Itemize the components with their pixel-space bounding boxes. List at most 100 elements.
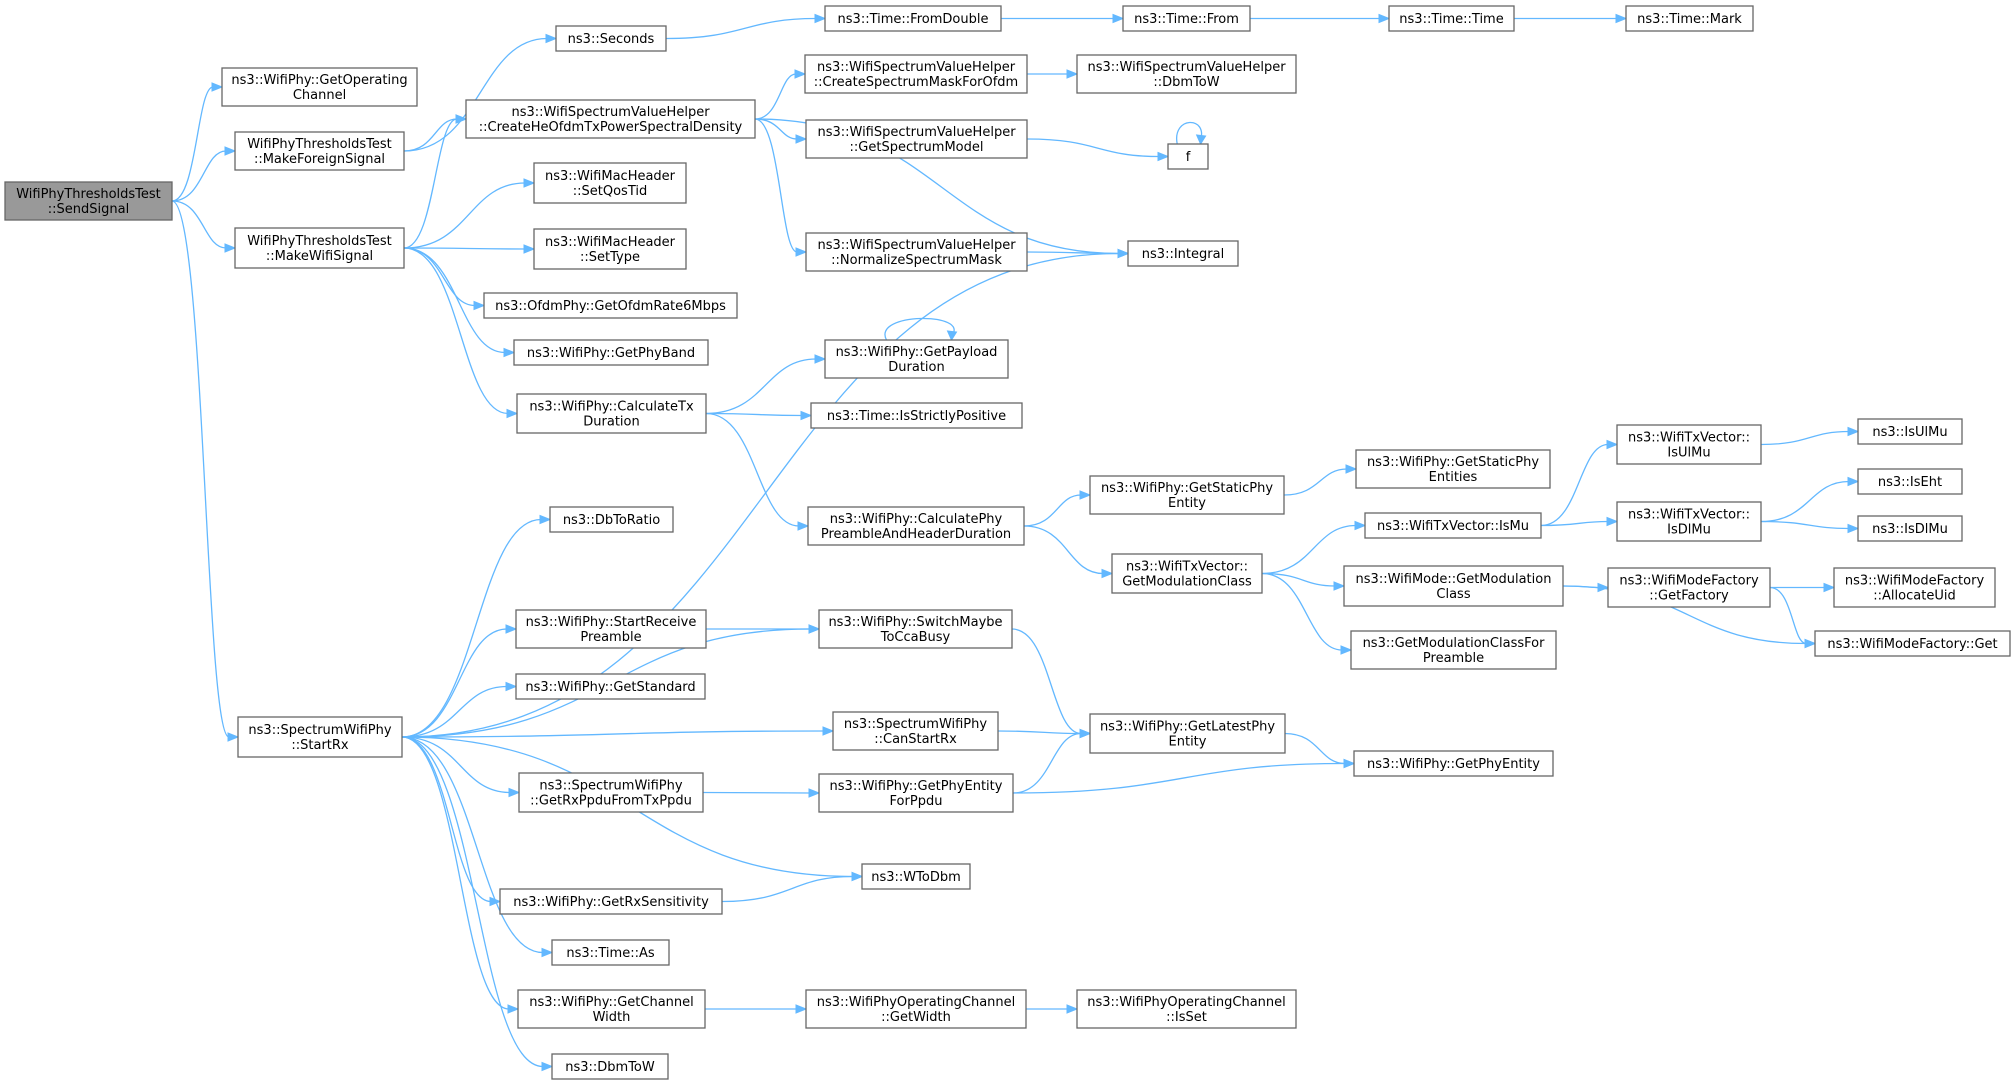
node-label: ns3::SpectrumWifiPhy: [248, 723, 391, 738]
node-startRx[interactable]: ns3::SpectrumWifiPhy::StartRx: [237, 716, 403, 758]
edge-path: [171, 200, 230, 738]
node-label: ns3::WifiPhy::GetRxSensitivity: [513, 895, 709, 910]
node-label: Entity: [1169, 735, 1207, 750]
node-dbToRatio[interactable]: ns3::DbToRatio: [549, 506, 674, 533]
edge-arrowhead: [1157, 151, 1170, 162]
node-isEht[interactable]: ns3::IsEht: [1857, 468, 1963, 495]
node-label: ::GetSpectrumModel: [850, 140, 984, 155]
node-label: ns3::WifiPhy::SwitchMaybe: [828, 615, 1002, 630]
node-root[interactable]: WifiPhyThresholdsTest::SendSignal: [4, 181, 173, 221]
node-getPhyBand[interactable]: ns3::WifiPhy::GetPhyBand: [513, 339, 709, 366]
node-label: ns3::WToDbm: [871, 870, 961, 885]
edge-getChWidth-to-getWidth: [704, 1004, 808, 1014]
node-timeAs[interactable]: ns3::Time::As: [551, 939, 670, 966]
node-createHe[interactable]: ns3::WifiSpectrumValueHelper::CreateHeOf…: [465, 99, 756, 139]
node-box: [805, 989, 1027, 1029]
node-isStrictPos[interactable]: ns3::Time::IsStrictlyPositive: [810, 402, 1023, 429]
node-box: [551, 1053, 669, 1080]
node-label: ns3::WifiPhy::GetPayload: [836, 345, 998, 360]
edge-arrowhead: [794, 69, 807, 79]
node-dbmToWHelper[interactable]: ns3::WifiSpectrumValueHelper::DbmToW: [1076, 54, 1297, 94]
edge-arrowhead: [1112, 13, 1125, 24]
node-getRxSens[interactable]: ns3::WifiPhy::GetRxSensitivity: [499, 888, 723, 915]
node-timeMark[interactable]: ns3::Time::Mark: [1625, 5, 1754, 32]
node-getRxPpdu[interactable]: ns3::SpectrumWifiPhy::GetRxPpduFromTxPpd…: [518, 772, 704, 813]
node-txIsDlMu[interactable]: ns3::WifiTxVector::IsDlMu: [1616, 501, 1762, 542]
edge-createHe-to-normMask: [754, 118, 808, 257]
node-box: [1127, 240, 1239, 267]
node-getFactory[interactable]: ns3::WifiModeFactory::GetFactory: [1607, 567, 1771, 608]
edge-arrowhead: [795, 247, 808, 257]
node-isDlMu[interactable]: ns3::IsDlMu: [1857, 515, 1963, 542]
node-canStartRx[interactable]: ns3::SpectrumWifiPhy::CanStartRx: [832, 711, 999, 751]
node-factoryGet[interactable]: ns3::WifiModeFactory::Get: [1814, 630, 2011, 657]
edge-arrowhead: [1847, 523, 1860, 534]
edge-getSpecModel-to-f: [1026, 138, 1170, 162]
node-label: ::NormalizeSpectrumMask: [831, 253, 1002, 268]
edge-makeWifi-to-ofdmRate: [403, 247, 486, 311]
node-label: ::SetQosTid: [573, 184, 647, 199]
edge-arrowhead: [473, 300, 486, 311]
edge-calcTx-to-calcPreamble: [705, 412, 810, 531]
node-label: ForPpdu: [890, 794, 943, 809]
edge-arrowhead: [1066, 1004, 1079, 1014]
node-calcPreamble[interactable]: ns3::WifiPhy::CalculatePhyPreambleAndHea…: [807, 506, 1025, 546]
edge-path: [721, 875, 854, 903]
node-label: ns3::WifiPhy::CalculatePhy: [830, 512, 1003, 527]
node-normMask[interactable]: ns3::WifiSpectrumValueHelper::NormalizeS…: [805, 232, 1028, 272]
edge-path: [403, 37, 548, 152]
node-dbmToW[interactable]: ns3::DbmToW: [551, 1053, 669, 1080]
node-box: [4, 181, 173, 221]
node-allocUid[interactable]: ns3::WifiModeFactory::AllocateUid: [1833, 567, 1996, 608]
node-f[interactable]: f: [1167, 143, 1209, 170]
edge-arrowhead: [1606, 439, 1619, 450]
node-txIsUlMu[interactable]: ns3::WifiTxVector::IsUlMu: [1616, 424, 1762, 465]
node-isMu[interactable]: ns3::WifiTxVector::IsMu: [1364, 512, 1542, 539]
node-integral[interactable]: ns3::Integral: [1127, 240, 1239, 267]
node-box: [1857, 468, 1963, 495]
node-isSet[interactable]: ns3::WifiPhyOperatingChannel::IsSet: [1076, 989, 1297, 1029]
node-ofdmRate[interactable]: ns3::OfdmPhy::GetOfdmRate6Mbps: [483, 292, 738, 319]
node-wToDbm[interactable]: ns3::WToDbm: [861, 863, 971, 890]
node-makeForeign[interactable]: WifiPhyThresholdsTest::MakeForeignSignal: [234, 131, 405, 171]
edge-path: [1176, 121, 1203, 145]
node-label: Preamble: [580, 630, 641, 645]
edge-path: [1026, 138, 1160, 158]
node-box: [861, 863, 971, 890]
node-getSpecModel[interactable]: ns3::WifiSpectrumValueHelper::GetSpectru…: [805, 119, 1028, 159]
node-isUlMu[interactable]: ns3::IsUlMu: [1857, 418, 1963, 445]
node-timeFrom[interactable]: ns3::Time::From: [1122, 5, 1251, 32]
edge-isMu-to-txIsDlMu: [1540, 516, 1619, 527]
edge-arrowhead: [1343, 758, 1356, 769]
edge-path: [1760, 480, 1850, 523]
edge-makeWifi-to-setType: [403, 244, 536, 254]
node-createMask[interactable]: ns3::WifiSpectrumValueHelper::CreateSpec…: [804, 54, 1028, 94]
edge-makeWifi-to-calcTx: [403, 247, 519, 419]
node-modeGetModClass[interactable]: ns3::WifiMode::GetModulationClass: [1343, 565, 1564, 607]
node-getModClass[interactable]: ns3::WifiTxVector::GetModulationClass: [1111, 553, 1263, 594]
edge-arrowhead: [1117, 248, 1130, 259]
node-label: ::MakeForeignSignal: [254, 152, 385, 167]
node-getStandard[interactable]: ns3::WifiPhy::GetStandard: [515, 673, 706, 700]
node-seconds[interactable]: ns3::Seconds: [555, 25, 667, 52]
node-makeWifi[interactable]: WifiPhyThresholdsTest::MakeWifiSignal: [234, 227, 405, 269]
node-fromDouble[interactable]: ns3::Time::FromDouble: [824, 5, 1002, 32]
edge-arrowhead: [541, 947, 554, 958]
node-setQos[interactable]: ns3::WifiMacHeader::SetQosTid: [533, 162, 687, 204]
node-getPhyEntity[interactable]: ns3::WifiPhy::GetPhyEntity: [1353, 750, 1554, 777]
node-setType[interactable]: ns3::WifiMacHeader::SetType: [533, 228, 687, 270]
node-label: ns3::WifiSpectrumValueHelper: [817, 238, 1016, 253]
node-timeTime[interactable]: ns3::Time::Time: [1388, 5, 1515, 32]
node-getWidth[interactable]: ns3::WifiPhyOperatingChannel::GetWidth: [805, 989, 1027, 1029]
